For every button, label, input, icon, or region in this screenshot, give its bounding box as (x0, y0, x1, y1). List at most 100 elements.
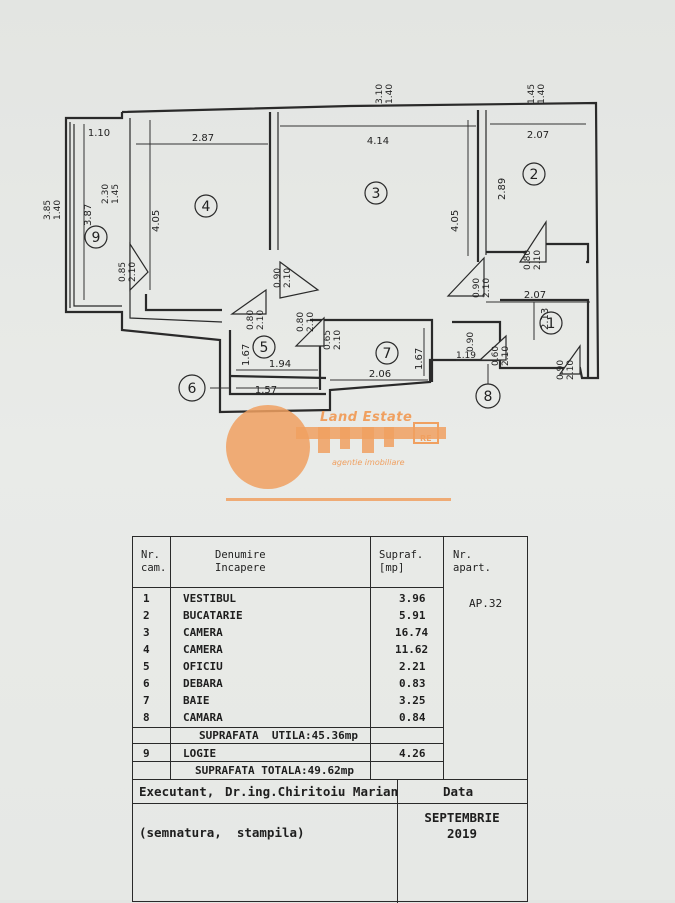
row-area: 3.96 (399, 592, 426, 605)
dim-210e: 2.10 (306, 312, 316, 332)
dim-140b: 1.40 (537, 84, 547, 104)
room-3-marker (364, 181, 388, 205)
door-room-4 (129, 241, 149, 292)
dim-065: 0.65 (323, 330, 333, 350)
dim-213: 2.13 (540, 308, 551, 330)
dim-140a: 1.40 (385, 84, 395, 104)
data-label: Data (443, 784, 474, 799)
dim-090b: 0.90 (472, 278, 482, 298)
wall-storage-6 (229, 374, 327, 380)
door-entrance (558, 344, 581, 375)
row-nr: 4 (143, 643, 150, 656)
table-vline-1 (170, 537, 171, 779)
room-4-number: 4 (202, 199, 211, 215)
row-nr: 5 (143, 660, 150, 673)
suprafata-utila: SUPRAFATA UTILA:45.36mp (199, 729, 358, 742)
row-name: BUCATARIE (183, 609, 243, 622)
row-nr: 3 (143, 626, 150, 639)
room-1-number: 1 (547, 316, 556, 332)
table-hline-rows (133, 727, 443, 728)
row-nr: 9 (143, 747, 150, 760)
table-vline-2 (370, 537, 371, 779)
dim-080a: 0.80 (246, 310, 256, 330)
row-nr: 7 (143, 694, 150, 707)
room-6-marker (178, 374, 206, 402)
table-row-logie: 9 LOGIE 4.26 (133, 745, 443, 762)
header-apartament: Nr. apart. (453, 549, 491, 575)
dim-194: 1.94 (269, 359, 291, 370)
room-7-marker (375, 341, 399, 365)
dim-207b: 2.07 (524, 290, 546, 301)
dim-085: 0.85 (118, 262, 128, 282)
row-area: 16.74 (395, 626, 429, 639)
dim-387: 3.87 (83, 204, 94, 226)
room-6-number: 6 (188, 381, 197, 397)
row-name: VESTIBUL (183, 592, 236, 605)
dim-289: 2.89 (497, 178, 508, 200)
header-nr-line2: cam. (141, 562, 167, 574)
dim-414: 4.14 (367, 136, 389, 147)
dim-210d: 2.10 (482, 278, 492, 298)
executant-name: Dr.ing.Chiritoiu Marian (225, 784, 399, 799)
room-1-marker (539, 311, 563, 335)
header-denumire-line2: Incapere (215, 562, 266, 574)
table-row: 1 VESTIBUL 3.96 (133, 590, 443, 607)
outer-wall (64, 101, 600, 414)
floor-plan: 1 2 3 4 5 6 7 8 9 1.10 2.87 4.14 2.07 2.… (43, 84, 600, 414)
room-9-marker (84, 225, 108, 249)
header-nr-line1: Nr. (141, 549, 160, 561)
header-denumire-line1: Denumire (215, 549, 266, 561)
signature-label: (semnatura, stampila) (139, 825, 305, 840)
loggia-inner-wall (73, 124, 122, 307)
row-nr: 8 (143, 711, 150, 724)
dim-145b: 1.45 (111, 184, 121, 204)
dim-090d: 0.90 (556, 360, 566, 380)
door-room-3 (279, 260, 320, 299)
dim-119: 1.19 (456, 351, 476, 361)
row-name: BAIE (183, 694, 210, 707)
header-suprafata-line2: [mp] (379, 562, 405, 574)
wall-office (228, 330, 326, 396)
dim-385: 3.85 (43, 200, 53, 220)
executant-label: Executant, (139, 784, 215, 799)
apartment-number: AP.32 (469, 597, 503, 610)
door-hall (446, 256, 485, 297)
watermark-brand-badge: RE (420, 434, 432, 443)
table-hline-total (133, 779, 527, 780)
dim-090c: 0.90 (466, 332, 476, 352)
room-4-marker (194, 194, 218, 218)
row-nr: 1 (143, 592, 150, 605)
dim-310: 3.10 (375, 84, 385, 104)
table-row: 8 CAMARA 0.84 (133, 709, 443, 726)
watermark-brand-name: Land Estate (320, 410, 413, 425)
dim-145: 1.45 (527, 84, 537, 104)
row-area: 0.83 (399, 677, 426, 690)
room-2-marker (522, 162, 546, 186)
table-vline-3 (443, 537, 444, 779)
dim-210f: 2.10 (533, 250, 543, 270)
row-nr: 6 (143, 677, 150, 690)
inner-wall-outline (129, 118, 223, 323)
row-area: 0.84 (399, 711, 426, 724)
room-schedule-table: Nr. cam. Denumire Incapere Supraf. [mp] … (132, 536, 528, 903)
date-value: SEPTEMBRIE 2019 (397, 810, 527, 842)
dim-080b: 0.80 (296, 312, 306, 332)
door-bath (294, 316, 325, 347)
dim-405a: 4.05 (151, 210, 162, 232)
row-name: CAMERA (183, 626, 223, 639)
header-suprafata-line1: Supraf. (379, 549, 424, 561)
room-7-number: 7 (383, 346, 392, 362)
row-name: OFICIU (183, 660, 223, 673)
row-area: 11.62 (395, 643, 429, 656)
dim-206: 2.06 (369, 369, 391, 380)
row-name: LOGIE (183, 747, 217, 760)
wall-bath-top (310, 318, 434, 382)
header-suprafata: Supraf. [mp] (379, 549, 423, 575)
table-hline-executant (133, 803, 527, 804)
row-area: 5.91 (399, 609, 426, 622)
dim-287: 2.87 (192, 133, 214, 144)
date-month: SEPTEMBRIE (424, 810, 500, 825)
door-office (230, 288, 267, 315)
row-area: 2.21 (399, 660, 426, 673)
table-row: 3 CAMERA 16.74 (133, 624, 443, 641)
